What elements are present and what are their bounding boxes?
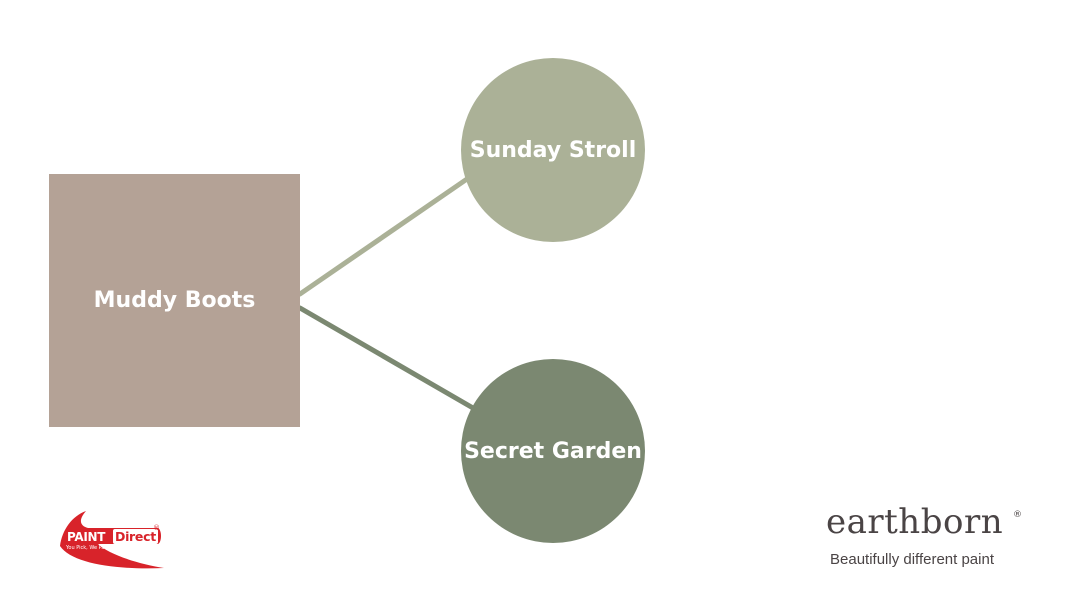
paint-direct-registered-mark: ® [153,524,160,532]
swatch-label-sunday-stroll: Sunday Stroll [469,137,637,163]
swatch-muddy-boots: Muddy Boots [49,174,300,427]
swatch-sunday-stroll: Sunday Stroll [461,58,645,242]
swatch-label-muddy-boots: Muddy Boots [93,288,256,313]
paint-direct-tagline: You Pick, We Pack... You Paint! [66,545,142,551]
earthborn-registered-mark: ® [1013,510,1022,520]
earthborn-tagline: Beautifully different paint [830,551,994,568]
paint-direct-word-paint: PAINT [67,530,106,544]
swatch-label-secret-garden: Secret Garden [464,438,642,464]
connector-to-secret-garden [297,305,476,411]
paint-direct-word-direct: Direct [113,529,158,544]
earthborn-logo: earthborn ® Beautifully different paint [826,502,1026,572]
swatch-secret-garden: Secret Garden [461,359,645,543]
earthborn-wordmark: earthborn [826,502,1004,542]
connector-to-sunday-stroll [297,176,470,297]
paint-direct-logo: PAINT Direct ® You Pick, We Pack... You … [58,508,168,570]
paint-direct-swoosh-icon [60,511,164,569]
